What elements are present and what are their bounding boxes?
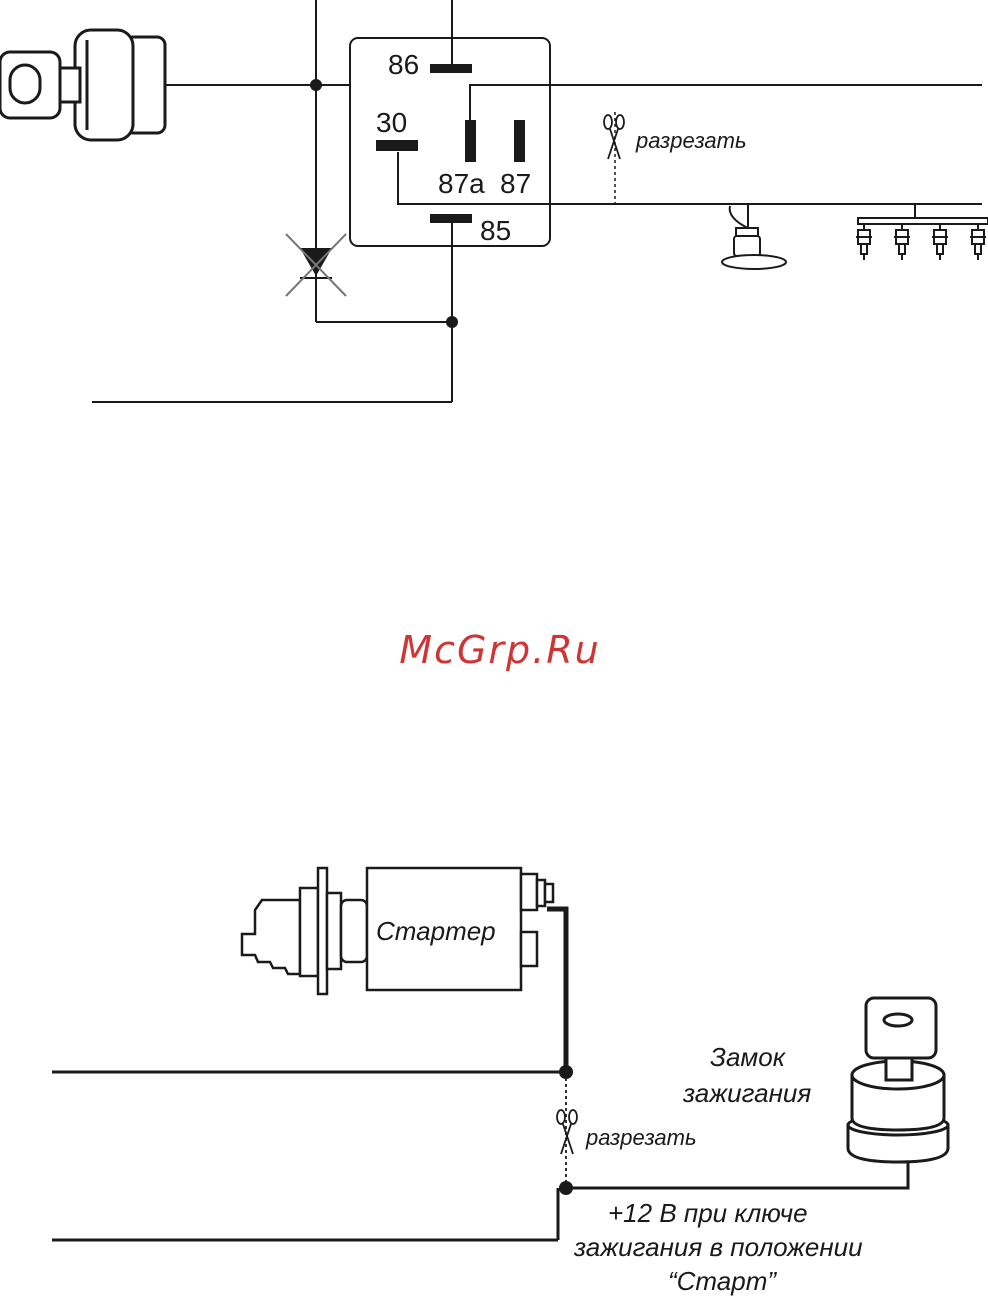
relay-pin-87a-label: 87a [438, 168, 485, 199]
bottom-diagram [52, 868, 948, 1240]
ignition-lock-label-line1: Замок [710, 1042, 787, 1072]
relay-pin-86-label: 86 [388, 49, 419, 80]
scissors-icon [604, 115, 624, 159]
scissors-icon [557, 1110, 577, 1154]
ignition-lock-icon [848, 998, 948, 1162]
top-diagram [0, 0, 988, 402]
ignition-lock-label-line2: зажигания [682, 1078, 811, 1108]
top-cut-label: разрезать [635, 128, 747, 153]
start-note-line2: зажигания в положении [573, 1232, 863, 1262]
injector-rail-icon [856, 218, 988, 260]
start-note-line1: +12 В при ключе [608, 1198, 808, 1228]
relay-pin-87-label: 87 [500, 168, 531, 199]
relay-pin-85-label: 85 [480, 215, 511, 246]
fuel-pump-icon [722, 206, 786, 269]
watermark: McGrp.Ru [399, 628, 600, 672]
bottom-cut-label: разрезать [585, 1125, 697, 1150]
relay-pin-30-label: 30 [376, 107, 407, 138]
starter-label: Стартер [376, 916, 496, 946]
start-note-line3: “Старт” [668, 1266, 777, 1296]
ignition-key-icon [0, 30, 165, 140]
